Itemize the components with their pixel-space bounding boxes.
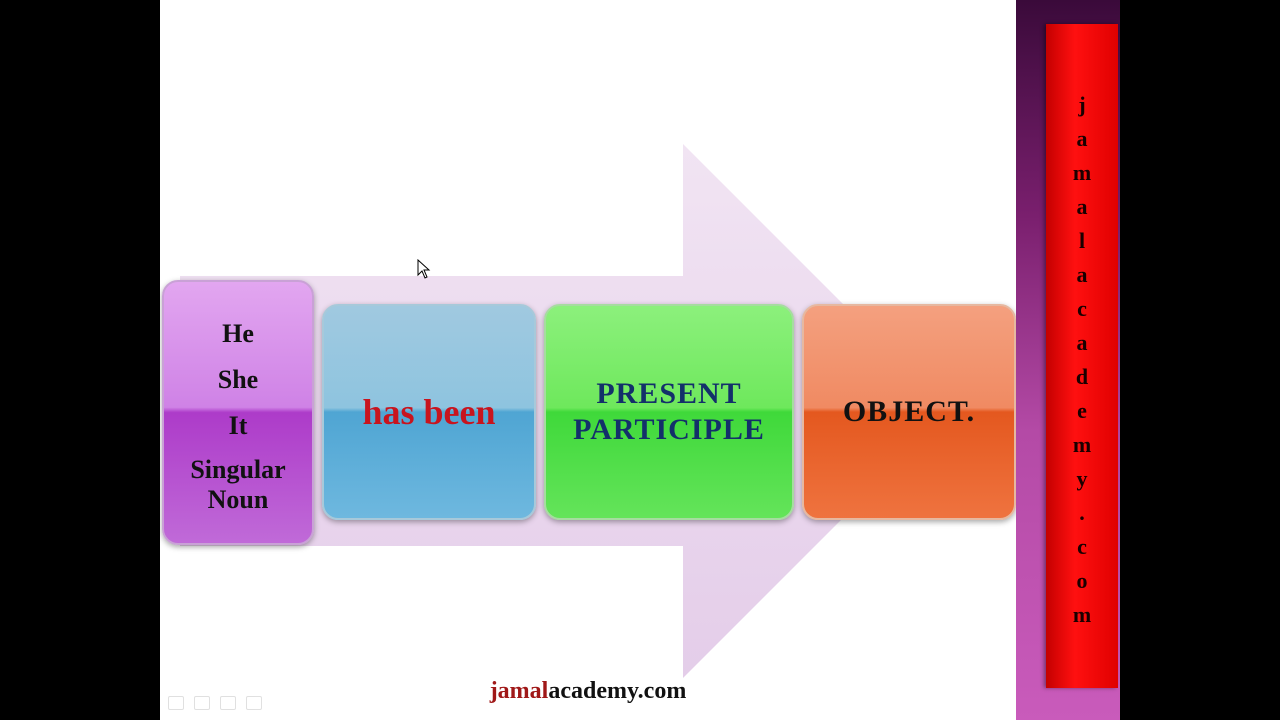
slideshow-toolbar[interactable] [168, 694, 278, 712]
subject-noun: Noun [207, 484, 269, 514]
banner-letter: m [1072, 432, 1092, 457]
subject-box: He She It Singular Noun [162, 280, 314, 545]
subject-it: It [228, 410, 248, 440]
prev-slide-icon[interactable] [168, 696, 184, 710]
banner-letter: . [1079, 500, 1085, 525]
banner-letter: c [1077, 534, 1087, 559]
banner-letter: y [1076, 466, 1088, 491]
pen-icon[interactable] [194, 696, 210, 710]
banner-letter: m [1072, 160, 1092, 185]
banner-letter: j [1078, 92, 1086, 117]
next-slide-icon[interactable] [246, 696, 262, 710]
banner-letter: d [1075, 364, 1089, 389]
banner-letter: c [1077, 296, 1087, 321]
auxiliary-label: has been [362, 392, 496, 432]
footer-url-part2: academy.com [548, 678, 687, 704]
auxiliary-box: has been [322, 304, 536, 520]
participle-line2: PARTICIPLE [573, 413, 765, 446]
participle-box: PRESENT PARTICIPLE [544, 304, 794, 520]
subject-he: He [222, 318, 254, 348]
footer-website: jamalacademy.com [160, 678, 1016, 705]
subject-singular: Singular [190, 454, 286, 484]
banner-letter: m [1072, 602, 1092, 627]
banner-letter: a [1076, 262, 1088, 287]
banner-letter: a [1076, 194, 1088, 219]
banner-letter: a [1076, 126, 1088, 151]
object-box: OBJECT. [802, 304, 1016, 520]
footer-url-part1: jamal [489, 678, 549, 704]
presentation-slide: He She It Singular Noun has been PRESENT… [160, 0, 1016, 720]
mouse-pointer-icon [417, 259, 431, 279]
object-label: OBJECT. [842, 395, 976, 428]
subject-she: She [217, 364, 259, 394]
slide-menu-icon[interactable] [220, 696, 236, 710]
participle-line1: PRESENT [596, 377, 742, 410]
banner-letter: l [1078, 228, 1086, 253]
banner-letter: o [1076, 568, 1088, 593]
banner-letter: a [1076, 330, 1088, 355]
banner-letter: e [1077, 398, 1087, 423]
